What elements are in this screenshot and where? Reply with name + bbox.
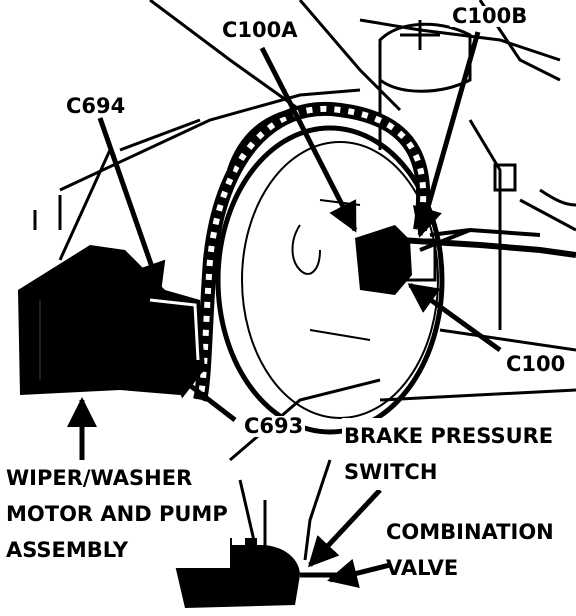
wiper-washer-motor: [18, 245, 205, 395]
label-wiper-line1: WIPER/WASHER: [6, 466, 193, 490]
label-wiper-line3: ASSEMBLY: [6, 538, 129, 562]
label-c694: C694: [64, 94, 128, 118]
label-brake-pressure-switch: BRAKE PRESSURE SWITCH: [342, 418, 556, 490]
label-c693: C693: [242, 414, 306, 438]
fluid-reservoir: [378, 20, 576, 207]
label-wiper-line2: MOTOR AND PUMP: [6, 502, 228, 526]
label-c100: C100: [504, 352, 568, 376]
leader-lines: [67, 31, 502, 589]
label-c100a: C100A: [220, 18, 300, 42]
label-brake-pressure-line2: SWITCH: [344, 460, 438, 484]
label-wiper-washer-assembly: WIPER/WASHER MOTOR AND PUMP ASSEMBLY: [4, 460, 230, 568]
label-combination-line1: COMBINATION: [386, 520, 554, 544]
label-combination-line2: VALVE: [386, 556, 459, 580]
label-brake-pressure-line1: BRAKE PRESSURE: [344, 424, 554, 448]
label-combination-valve: COMBINATION VALVE: [384, 514, 556, 586]
wiring-harness: [193, 101, 576, 402]
body-panels: [33, 0, 576, 462]
label-c100b: C100B: [450, 4, 530, 28]
